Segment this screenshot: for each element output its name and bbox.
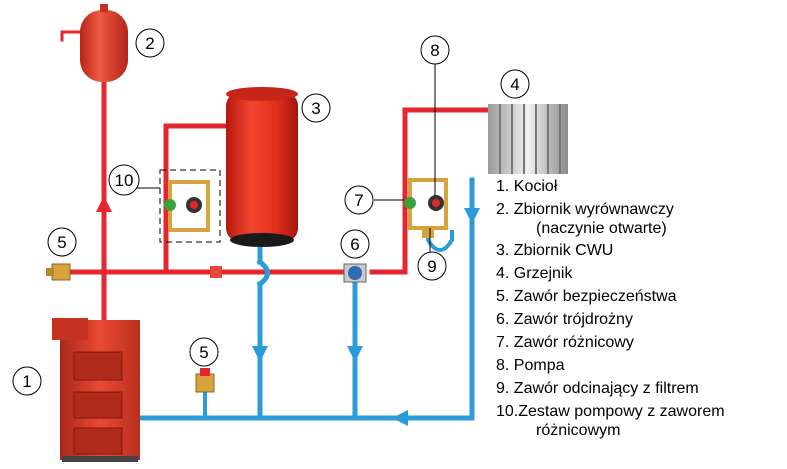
- callout-8: 8: [420, 35, 450, 65]
- callout-1: 1: [12, 366, 42, 396]
- svg-text:1: 1: [22, 372, 31, 391]
- legend-item: 1. Kocioł: [496, 178, 558, 195]
- legend-item: 5. Zawór bezpieczeństwa: [496, 288, 677, 305]
- svg-text:5: 5: [57, 233, 66, 252]
- main-return-pipe: [125, 177, 475, 421]
- callout-9: 9: [417, 251, 447, 281]
- arrow-down-icon: [252, 346, 268, 362]
- hot-water-tank: [226, 87, 298, 247]
- callout-2: 2: [135, 28, 165, 58]
- flow-arrows: [252, 208, 480, 426]
- arrow-down-icon: [347, 346, 363, 362]
- arrow-left-icon: [392, 410, 408, 426]
- callout-7: 7: [344, 185, 374, 215]
- legend-item: 6. Zawór trójdrożny: [496, 311, 633, 328]
- callout-6: 6: [340, 229, 370, 259]
- callout-5a: 5: [47, 227, 77, 257]
- pump-set-left: [159, 169, 221, 243]
- svg-text:6: 6: [350, 235, 359, 254]
- legend-item: 4. Grzejnik: [496, 265, 573, 282]
- differential-valve: [404, 197, 416, 209]
- pipe-fitting: [210, 266, 222, 278]
- tank-loop-supply: [163, 123, 235, 275]
- legend-item: 3. Zbiornik CWU: [496, 242, 614, 259]
- safety-valve-top: [46, 263, 71, 281]
- expansion-vessel: [80, 4, 128, 82]
- legend: 1. Kocioł 2. Zbiornik wyrównawczy(naczyn…: [496, 175, 786, 441]
- arrow-up-icon: [96, 196, 112, 212]
- legend-item: 7. Zawór różnicowy: [496, 334, 634, 351]
- svg-text:2: 2: [145, 34, 154, 53]
- svg-text:3: 3: [311, 99, 320, 118]
- three-way-valve: [343, 263, 367, 283]
- safety-valve-bottom: [195, 368, 215, 393]
- tank-return-jumper: [256, 258, 270, 288]
- shutoff-filter-valve: [422, 228, 434, 238]
- svg-text:9: 9: [427, 257, 436, 276]
- arrow-down-icon: [464, 208, 480, 224]
- callout-5b: 5: [189, 337, 219, 367]
- svg-text:10: 10: [115, 171, 134, 190]
- callout-10: 10: [108, 164, 140, 196]
- svg-text:8: 8: [430, 41, 439, 60]
- radiator: [488, 104, 568, 174]
- return-pipes: [125, 177, 475, 421]
- legend-item: 8. Pompa: [496, 357, 565, 374]
- pump-set-right: [404, 178, 448, 238]
- svg-text:7: 7: [354, 191, 363, 210]
- legend-item: 9. Zawór odcinający z filtrem: [496, 380, 699, 397]
- boiler: [52, 318, 140, 462]
- svg-text:5: 5: [199, 343, 208, 362]
- callout-4: 4: [500, 69, 530, 99]
- callouts: 1 2 3 4 5 5 6 7 8 9 10: [12, 28, 530, 396]
- leader-lines: [137, 64, 436, 252]
- legend-item: 2. Zbiornik wyrównawczy(naczynie otwarte…: [496, 201, 674, 237]
- callout-3: 3: [301, 93, 331, 123]
- svg-text:4: 4: [510, 75, 519, 94]
